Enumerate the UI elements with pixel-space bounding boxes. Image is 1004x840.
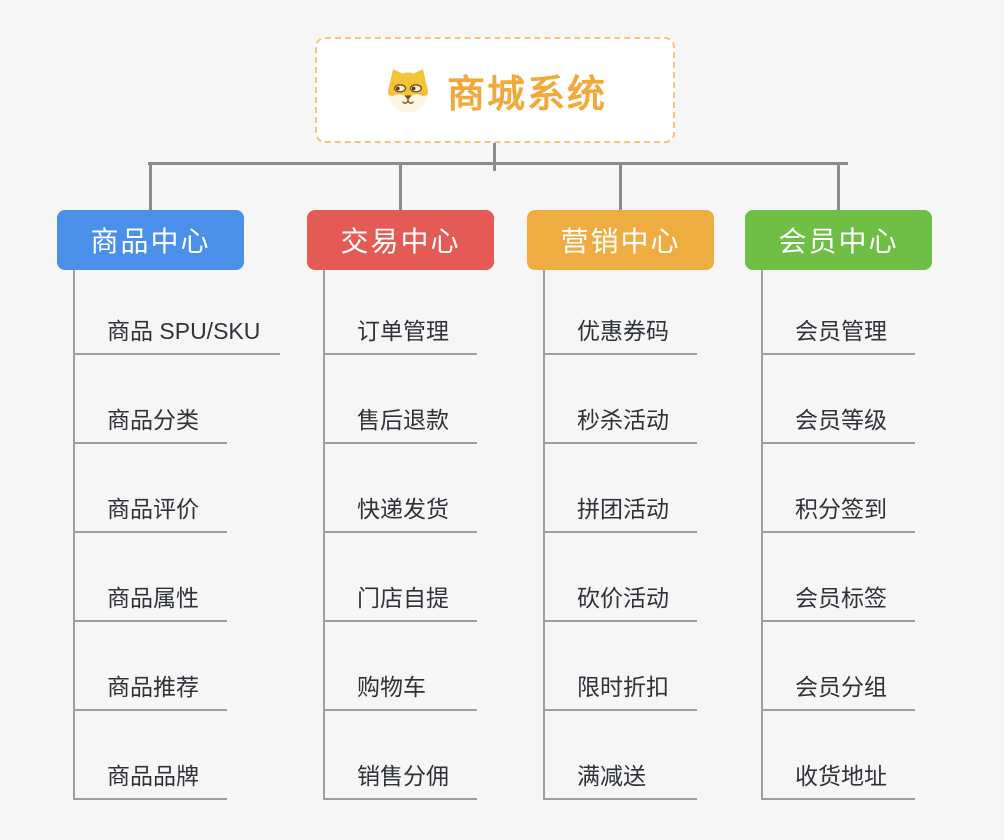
- leaf-item[interactable]: 订单管理: [323, 315, 477, 355]
- leaf-item[interactable]: 商品属性: [73, 582, 227, 622]
- branch-node-1[interactable]: 交易中心: [307, 210, 494, 270]
- leaf-item[interactable]: 满减送: [543, 760, 697, 800]
- leaf-item[interactable]: 商品品牌: [73, 760, 227, 800]
- dog-icon: [383, 66, 433, 114]
- leaf-item[interactable]: 拼团活动: [543, 493, 697, 533]
- leaf-item[interactable]: 购物车: [323, 671, 477, 711]
- leaf-item[interactable]: 商品 SPU/SKU: [73, 315, 281, 355]
- connector-drop-1: [398, 162, 402, 210]
- branch-node-0[interactable]: 商品中心: [57, 210, 244, 270]
- leaf-item[interactable]: 优惠券码: [543, 315, 697, 355]
- connector-drop-0: [148, 162, 152, 210]
- root-title: 商城系统: [446, 73, 607, 116]
- leaf-item[interactable]: 商品分类: [73, 404, 227, 444]
- root-node[interactable]: 商城系统: [315, 37, 675, 143]
- connector-horizontal: [148, 162, 848, 165]
- leaf-item[interactable]: 商品推荐: [73, 671, 227, 711]
- leaf-item[interactable]: 积分签到: [761, 493, 915, 533]
- leaf-item[interactable]: 限时折扣: [543, 671, 697, 711]
- leaf-item[interactable]: 快递发货: [323, 493, 477, 533]
- leaf-item[interactable]: 会员标签: [761, 582, 915, 622]
- leaf-item[interactable]: 商品评价: [73, 493, 227, 533]
- leaf-item[interactable]: 销售分佣: [323, 760, 477, 800]
- connector-root-stub: [493, 143, 496, 171]
- leaf-item[interactable]: 售后退款: [323, 404, 477, 444]
- branch-node-2[interactable]: 营销中心: [527, 210, 714, 270]
- leaf-item[interactable]: 砍价活动: [543, 582, 697, 622]
- leaf-item[interactable]: 秒杀活动: [543, 404, 697, 444]
- leaf-column-0: 商品 SPU/SKU 商品分类商品评价商品属性商品推荐商品品牌: [73, 270, 305, 800]
- leaf-item[interactable]: 会员管理: [761, 315, 915, 355]
- leaf-column-3: 会员管理会员等级积分签到会员标签会员分组收货地址: [761, 270, 993, 800]
- leaf-item[interactable]: 会员分组: [761, 671, 915, 711]
- leaf-column-2: 优惠券码秒杀活动拼团活动砍价活动限时折扣满减送: [543, 270, 775, 800]
- leaf-item[interactable]: 收货地址: [761, 760, 915, 800]
- connector-drop-3: [836, 162, 840, 210]
- branch-node-3[interactable]: 会员中心: [745, 210, 932, 270]
- connector-drop-2: [618, 162, 622, 210]
- leaf-item[interactable]: 门店自提: [323, 582, 477, 622]
- leaf-item[interactable]: 会员等级: [761, 404, 915, 444]
- leaf-column-1: 订单管理售后退款快递发货门店自提购物车销售分佣: [323, 270, 555, 800]
